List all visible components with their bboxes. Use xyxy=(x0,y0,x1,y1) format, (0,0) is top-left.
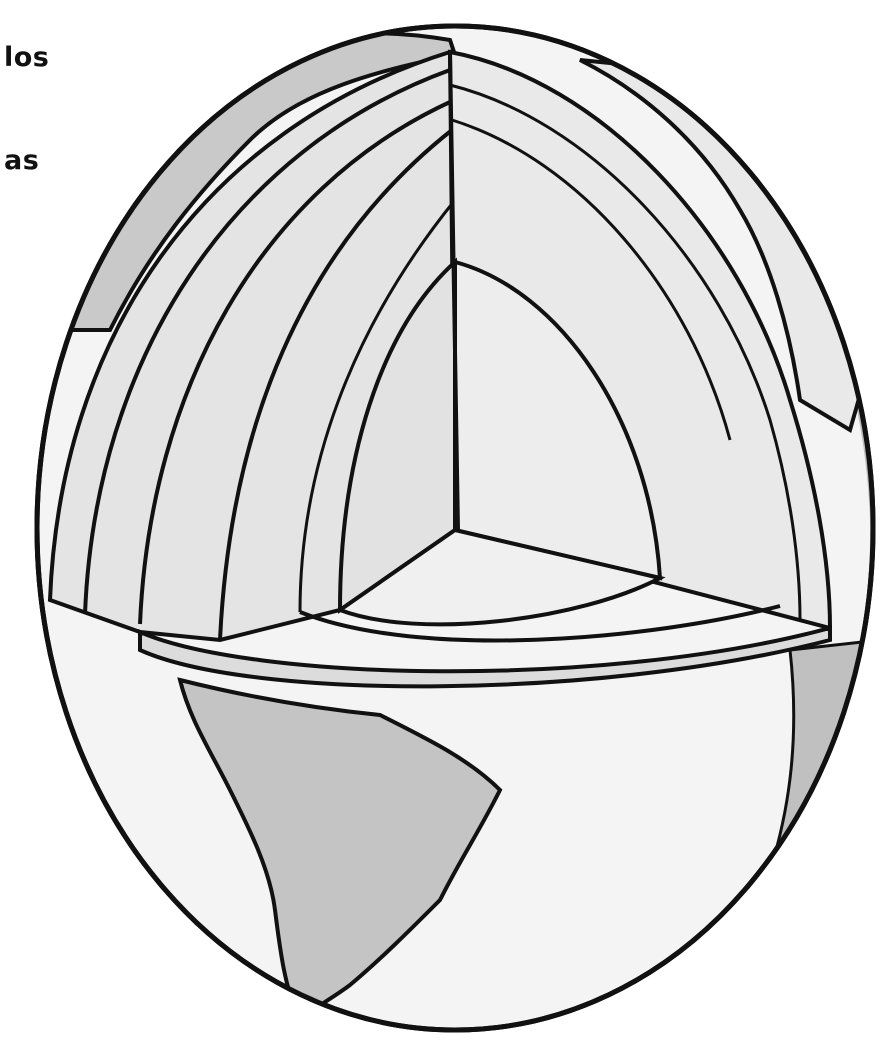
globe-illustration xyxy=(0,0,884,1040)
earth-layers-diagram: los as xyxy=(0,0,884,1040)
